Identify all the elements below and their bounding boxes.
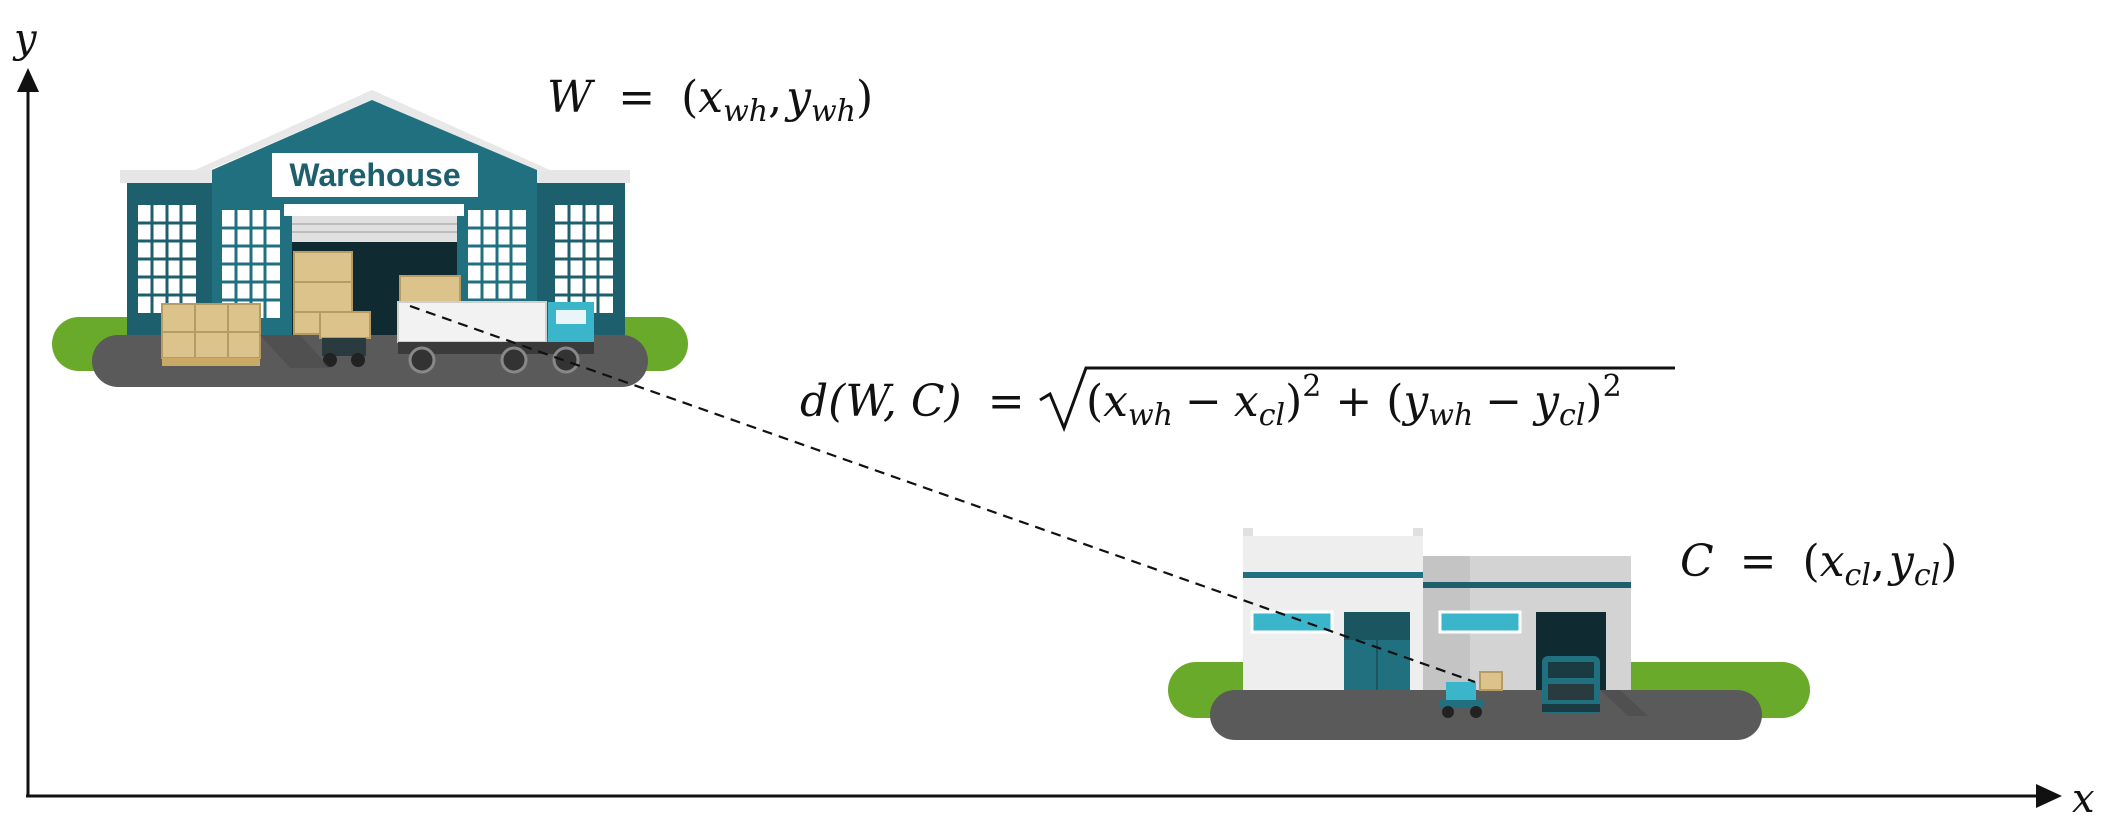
label-y-subscript: cl [1914,558,1940,593]
term2-b-subscript: cl [1559,398,1585,433]
formula-arguments: (W, C) [828,376,962,427]
client-shadow [1600,690,1648,716]
term1-a-subscript: wh [1128,398,1173,433]
label-y: y [784,72,812,123]
warehouse-left-roof [120,170,220,183]
label-x-subscript: wh [723,94,768,129]
warehouse-truck [397,301,594,374]
client-roof-post [1243,528,1253,542]
client-roof-post [1413,528,1423,542]
coordinate-axes: y x [12,16,2095,822]
term2-a: y [1401,376,1429,427]
term1-exponent: 2 [1302,369,1321,404]
warehouse-window-left [138,205,196,313]
label-y: y [1887,536,1915,587]
term2-open-paren: ( [1386,376,1403,427]
distance-line [409,304,1476,684]
term2-b: y [1532,376,1560,427]
label-x: x [1820,536,1845,587]
sqrt-radical-sign [1039,366,1675,433]
label-comma: , [768,72,782,123]
warehouse-door-frame [284,204,464,216]
term2-exponent: 2 [1603,369,1622,404]
label-close-paren: ) [856,72,873,123]
warehouse-coordinate-label: W = (xwh,ywh) [547,72,873,129]
formula-radicand: (xwh−xcl)2+(ywh−ycl)2 [1086,369,1622,433]
term1-open-paren: ( [1086,376,1103,427]
warehouse-sign-text: Warehouse [289,157,460,193]
label-lhs: C [1680,536,1714,587]
warehouse-forklift [319,311,371,367]
truck-wheel [500,346,528,374]
x-axis-label: x [2072,776,2095,822]
formula-function: d [800,376,828,427]
x-axis-arrow [2036,784,2062,808]
label-y-subscript: wh [811,94,856,129]
client-grey-block-stripe [1423,582,1631,588]
label-open-paren: ( [681,72,698,123]
client-white-block-stripe [1243,572,1423,578]
term1-minus: − [1185,376,1222,427]
term1-close-paren: ) [1285,376,1302,427]
warehouse-window-inner-right [468,210,526,318]
term1-a: x [1103,376,1128,427]
label-x: x [698,72,723,123]
warehouse-window-right [555,205,613,313]
label-comma: , [1871,536,1885,587]
y-axis-label: y [12,16,38,62]
term2-a-subscript: wh [1428,398,1473,433]
client-road [1210,690,1762,740]
truck-wheel [408,346,436,374]
truck-wheel [552,346,580,374]
warehouse-shutter [292,216,457,242]
label-open-paren: ( [1803,536,1820,587]
term1-b: x [1234,376,1259,427]
formula-lhs: d(W, C) = [800,376,1025,427]
formula-equals: = [988,376,1025,427]
label-equals: = [1740,536,1777,587]
client-building-illustration [1168,528,1810,740]
term2-minus: − [1485,376,1522,427]
client-window [1438,610,1522,634]
formula-plus: + [1335,376,1372,427]
warehouse-pallet-boxes [161,303,261,366]
client-window [1250,610,1334,634]
client-forklift [1440,671,1503,718]
warehouse-window-inner-left [222,210,280,318]
client-truck [1542,656,1600,714]
label-equals: = [618,72,655,123]
distance-formula: d(W, C) = (xwh−xcl)2+(ywh−ycl)2 [800,366,1675,433]
warehouse-illustration: Warehouse [52,90,688,387]
label-x-subscript: cl [1845,558,1871,593]
term1-b-subscript: cl [1259,398,1285,433]
label-close-paren: ) [1940,536,1957,587]
warehouse-right-roof [530,170,630,183]
warehouse-shadow [260,335,330,368]
y-axis-arrow [17,68,39,92]
label-lhs: W [547,72,596,123]
term2-close-paren: ) [1585,376,1602,427]
warehouse-sign-board [272,153,478,197]
client-coordinate-label: C = (xcl,ycl) [1680,536,1957,593]
